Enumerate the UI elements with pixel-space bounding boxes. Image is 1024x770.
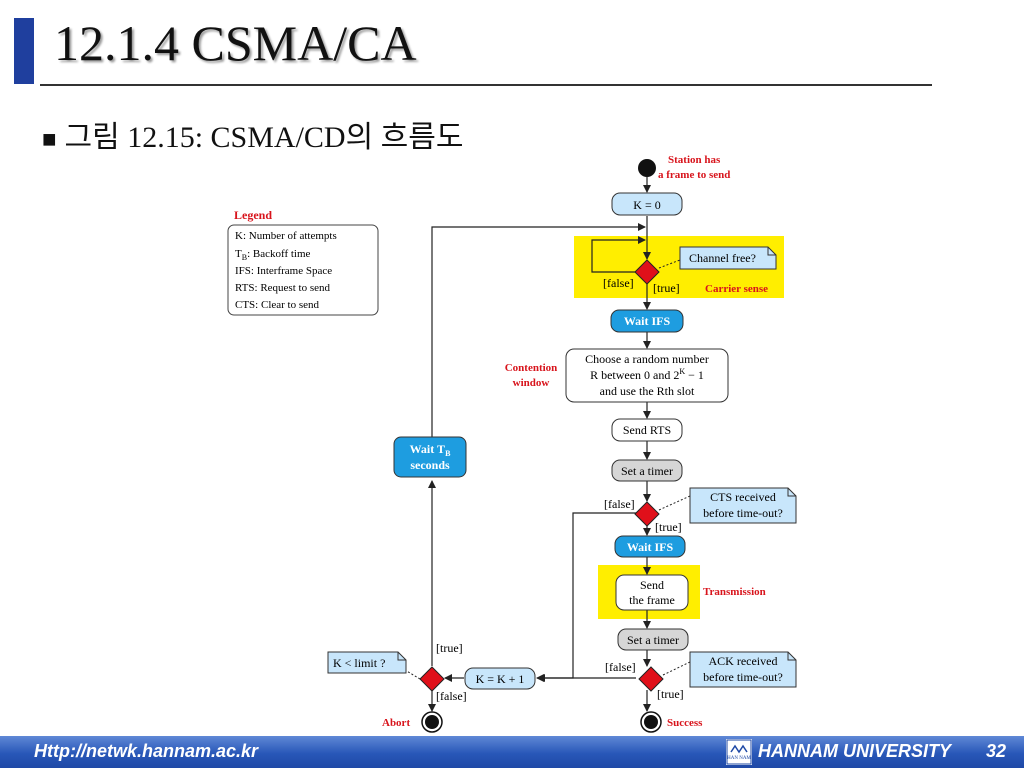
start-node (638, 159, 656, 177)
page-number: 32 (986, 741, 1007, 761)
legend-item-cts: CTS: Clear to send (235, 299, 320, 311)
start-label-1: Station has (668, 154, 721, 166)
k-increment-box (464, 667, 536, 690)
random-slot-box (565, 348, 729, 403)
limit-decision (419, 666, 445, 692)
wait-tb-text-2: seconds (410, 458, 450, 472)
send-rts-box (611, 418, 683, 442)
ack-text-1: ACK received (709, 654, 778, 668)
wait-ifs-label-2: Wait IFS (627, 540, 674, 554)
cts-decision (634, 501, 660, 527)
ack-decision (638, 666, 664, 692)
k-zero-box (611, 192, 683, 216)
cts-false-label: [false] (604, 497, 635, 511)
ack-true-label: [true] (657, 687, 684, 701)
send-frame-text-2: the frame (629, 593, 675, 607)
set-timer-label-1: Set a timer (621, 464, 673, 478)
ack-text-2: before time-out? (703, 670, 783, 684)
random-text-3: and use the Rth slot (600, 384, 695, 398)
legend-item-k: K: Number of attempts (235, 230, 337, 242)
footer-university: HANNAM UNIVERSITY (758, 741, 952, 761)
ack-connector (662, 661, 691, 676)
footer-url[interactable]: Http://netwk.hannam.ac.kr (34, 741, 259, 761)
send-rts-label: Send RTS (623, 423, 671, 437)
carrier-true-label: [true] (653, 281, 680, 295)
limit-note (327, 651, 407, 674)
abort-label: Abort (382, 717, 410, 729)
note-fold-icon (787, 488, 796, 497)
note-fold-icon (767, 247, 776, 256)
send-frame-box (615, 574, 689, 611)
svg-text:HAN NAM: HAN NAM (727, 756, 751, 761)
footer-bar: Http://netwk.hannam.ac.kr HAN NAM HANNAM… (0, 736, 1024, 768)
set-timer-box-2 (617, 628, 689, 651)
limit-false-label: [false] (436, 689, 467, 703)
cts-note (689, 487, 797, 524)
carrier-sense-label: Carrier sense (705, 283, 768, 295)
random-text-2: R between 0 and 2K − 1 (590, 367, 704, 382)
set-timer-box-1 (611, 459, 683, 482)
wait-tb-text-1: Wait TB (410, 442, 451, 458)
csma-flowchart: Legend K: Number of attempts TB: Backoff… (227, 154, 797, 733)
legend-item-rts: RTS: Request to send (235, 282, 330, 294)
wait-ifs-box (610, 309, 684, 333)
set-timer-label-2: Set a timer (627, 633, 679, 647)
note-fold-icon (397, 652, 406, 661)
random-text-1: Choose a random number (585, 352, 709, 366)
slide-title: 12.1.4 CSMA/CA (54, 15, 417, 71)
contention-label-1: Contention (505, 362, 558, 374)
k-increment-label: K = K + 1 (476, 672, 525, 686)
transmission-label: Transmission (703, 586, 766, 598)
title-accent-bar (14, 18, 34, 84)
subtitle-text: 그림 12.15: CSMA/CD의 흐름도 (64, 121, 464, 154)
legend-item-ifs: IFS: Interframe Space (235, 265, 332, 277)
channel-free-text: Channel free? (689, 251, 756, 265)
send-frame-text-1: Send (640, 578, 664, 592)
cts-text-1: CTS received (710, 490, 776, 504)
edge-waittb-top (431, 223, 646, 440)
carrier-decision (634, 259, 660, 285)
cts-true-label: [true] (655, 520, 682, 534)
contention-label-2: window (513, 377, 550, 389)
bullet-icon: ■ (42, 127, 57, 153)
wait-ifs-box-2 (614, 535, 686, 558)
legend-box (227, 224, 379, 316)
channel-free-note (679, 246, 777, 270)
slide-subtitle: ■ 그림 12.15: CSMA/CD의 흐름도 (42, 112, 463, 156)
note-fold-icon (787, 652, 796, 661)
cts-text-2: before time-out? (703, 506, 783, 520)
legend-item-tb: TB: Backoff time (235, 248, 311, 262)
success-label: Success (667, 717, 703, 729)
limit-text: K < limit ? (333, 656, 385, 670)
university-logo-icon: HAN NAM (726, 739, 752, 765)
wait-tb-box (393, 436, 467, 478)
cts-connector (658, 495, 691, 511)
k-zero-label: K = 0 (633, 198, 660, 212)
ack-false-label: [false] (605, 660, 636, 674)
limit-true-label: [true] (436, 641, 463, 655)
abort-node (425, 715, 439, 729)
wait-ifs-label: Wait IFS (624, 314, 671, 328)
success-node (644, 715, 658, 729)
ack-note (689, 651, 797, 688)
legend-title: Legend (234, 208, 272, 222)
title-underline (40, 84, 932, 86)
edge-carrier-loop (591, 236, 646, 273)
carrier-false-label: [false] (603, 276, 634, 290)
start-label-2: a frame to send (658, 169, 730, 181)
